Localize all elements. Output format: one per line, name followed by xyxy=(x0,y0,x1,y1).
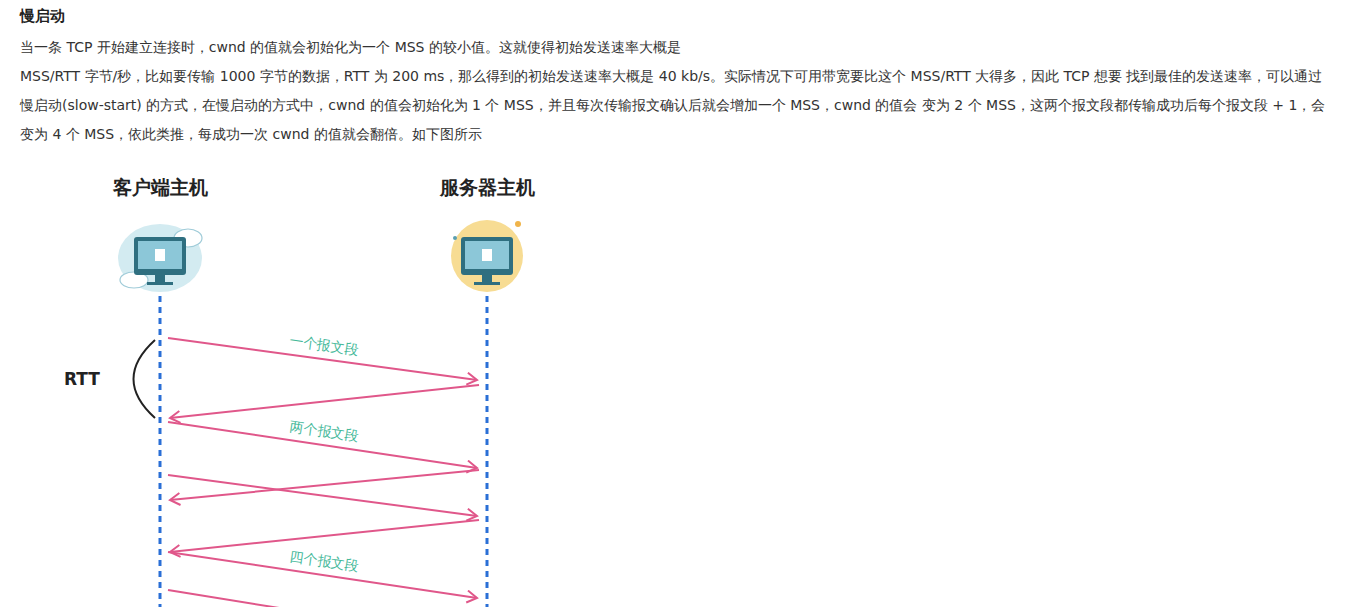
monitor-stand xyxy=(482,275,492,282)
host-node: 服务器主机 xyxy=(436,173,539,203)
message-arrow xyxy=(170,470,479,500)
host-node: 客户端主机 xyxy=(109,173,212,203)
monitor-frame xyxy=(134,237,186,275)
host-name: 服务器主机 xyxy=(440,176,535,198)
rtt-label: RTT xyxy=(64,369,100,389)
document xyxy=(482,249,492,261)
monitor-frame xyxy=(461,237,513,275)
rtt-bracket xyxy=(134,340,156,418)
edge-label: 一个报文段 xyxy=(286,332,361,358)
sparkle xyxy=(515,221,521,227)
host-name: 客户端主机 xyxy=(113,176,208,198)
monitor-stand xyxy=(155,275,165,282)
monitor-screen xyxy=(465,241,509,269)
server-icon xyxy=(451,220,523,292)
message-arrow xyxy=(170,520,479,552)
message-arrow xyxy=(168,590,477,607)
paragraph-line: 当一条 TCP 开始建立连接时，cwnd 的值就会初始化为一个 MSS 的较小值… xyxy=(20,33,1332,62)
document xyxy=(155,249,165,261)
icon-backdrop xyxy=(118,224,202,292)
monitor-base xyxy=(147,282,173,285)
monitor-base xyxy=(474,282,500,285)
lifeline xyxy=(159,296,162,607)
lifeline xyxy=(486,296,489,607)
message-arrow xyxy=(170,385,479,418)
monitor-screen xyxy=(138,241,182,269)
client-icon xyxy=(118,224,202,292)
paragraph: MSS/RTT 字节/秒，比如要传输 1000 字节的数据，RTT 为 200 … xyxy=(20,62,1332,149)
sparkle xyxy=(453,236,457,240)
icon-backdrop xyxy=(451,220,523,292)
heading: 慢启动 xyxy=(20,7,65,26)
